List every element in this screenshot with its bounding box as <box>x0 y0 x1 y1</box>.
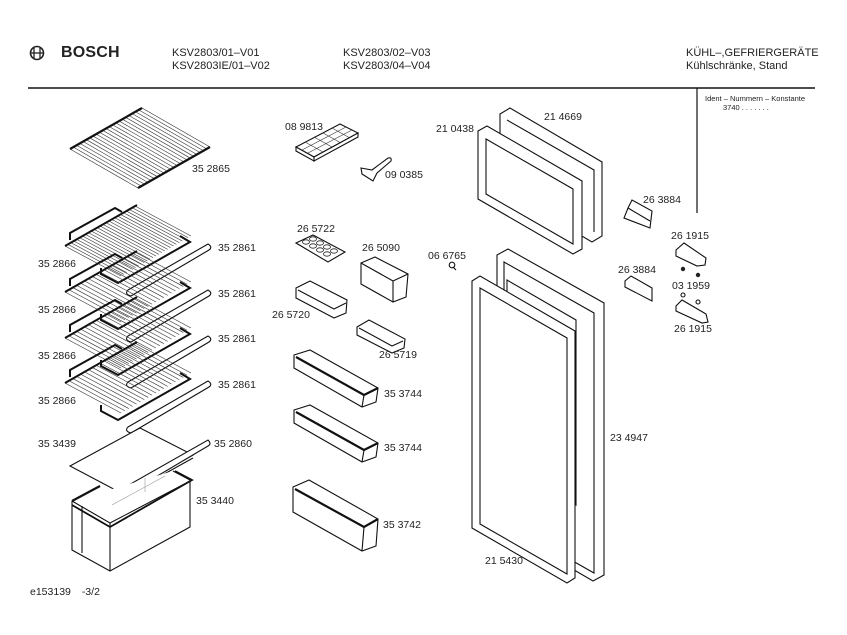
part-label-352861[interactable]: 35 2861 <box>218 379 256 391</box>
model-number: KSV2803IE/01–V02 <box>172 60 270 72</box>
part-label-352866[interactable]: 35 2866 <box>38 304 76 316</box>
part-353744-a-drawing <box>293 349 379 408</box>
part-label-352866[interactable]: 35 2866 <box>38 395 76 407</box>
part-label-090385[interactable]: 09 0385 <box>385 169 423 181</box>
bosch-armature-icon <box>29 45 45 61</box>
part-label-352860[interactable]: 35 2860 <box>214 438 252 450</box>
part-353744-b-drawing <box>293 404 379 463</box>
part-353440-drawing <box>71 470 194 572</box>
part-090385-drawing <box>360 157 392 182</box>
ident-title: Ident – Nummern – Konstante <box>705 94 806 103</box>
part-265090-drawing <box>360 256 409 303</box>
ident-value: 3740 . . . . . . . <box>723 103 769 112</box>
part-label-265090[interactable]: 26 5090 <box>362 242 400 254</box>
part-265720-drawing <box>295 280 348 319</box>
ident-box: Ident – Nummern – Konstante 3740 . . . .… <box>705 94 805 112</box>
part-210438-drawing <box>477 125 583 255</box>
model-list-1: KSV2803/01–V01 KSV2803IE/01–V02 <box>172 47 270 73</box>
drawing-id: e153139 -3/2 <box>30 586 100 598</box>
part-label-353742[interactable]: 35 3742 <box>383 519 421 531</box>
part-265719-drawing <box>356 319 406 354</box>
part-353742-drawing <box>292 479 379 552</box>
part-label-261915[interactable]: 26 1915 <box>674 323 712 335</box>
part-label-352861[interactable]: 35 2861 <box>218 242 256 254</box>
drawing-number: e153139 <box>30 586 71 598</box>
part-label-089813[interactable]: 08 9813 <box>285 121 323 133</box>
model-number: KSV2803/04–V04 <box>343 60 431 72</box>
category-block: KÜHL–,GEFRIERGERÄTE Kühlschränke, Stand <box>686 47 819 73</box>
part-label-353440[interactable]: 35 3440 <box>196 495 234 507</box>
part-label-214669[interactable]: 21 4669 <box>544 111 582 123</box>
model-number: KSV2803/02–V03 <box>343 47 431 59</box>
part-label-215430[interactable]: 21 5430 <box>485 555 523 567</box>
part-265722-drawing <box>294 234 347 263</box>
part-label-031959[interactable]: 03 1959 <box>672 280 710 292</box>
category-subtitle: Kühlschränke, Stand <box>686 60 788 72</box>
part-261915-a-drawing <box>675 242 707 267</box>
category-title: KÜHL–,GEFRIERGERÄTE <box>686 47 819 59</box>
part-031959-drawing <box>680 266 701 305</box>
part-263884-b-drawing <box>624 275 653 302</box>
part-label-265722[interactable]: 26 5722 <box>297 223 335 235</box>
part-label-263884[interactable]: 26 3884 <box>618 264 656 276</box>
part-label-352861[interactable]: 35 2861 <box>218 333 256 345</box>
part-066765-drawing <box>448 261 457 271</box>
part-215430-drawing <box>471 275 576 584</box>
wire-shelves-drawing <box>64 204 212 434</box>
part-label-352866[interactable]: 35 2866 <box>38 350 76 362</box>
part-label-353439[interactable]: 35 3439 <box>38 438 76 450</box>
part-label-265720[interactable]: 26 5720 <box>272 309 310 321</box>
part-label-353744[interactable]: 35 3744 <box>384 388 422 400</box>
part-352865-drawing <box>69 107 211 189</box>
wire-shelf-drawing <box>64 341 212 434</box>
part-261915-b-drawing <box>675 299 709 324</box>
model-number: KSV2803/01–V01 <box>172 47 260 59</box>
part-label-234947[interactable]: 23 4947 <box>610 432 648 444</box>
part-label-210438[interactable]: 21 0438 <box>436 123 474 135</box>
part-label-352866[interactable]: 35 2866 <box>38 258 76 270</box>
wire-shelf-drawing <box>64 296 212 389</box>
brand-name: BOSCH <box>61 44 120 61</box>
part-089813-drawing <box>294 123 360 162</box>
part-label-352865[interactable]: 35 2865 <box>192 163 230 175</box>
sheet-number: -3/2 <box>81 586 100 598</box>
part-label-261915[interactable]: 26 1915 <box>671 230 709 242</box>
part-label-066765[interactable]: 06 6765 <box>428 250 466 262</box>
model-list-2: KSV2803/02–V03 KSV2803/04–V04 <box>343 47 430 73</box>
part-label-352861[interactable]: 35 2861 <box>218 288 256 300</box>
part-label-353744[interactable]: 35 3744 <box>384 442 422 454</box>
part-label-263884[interactable]: 26 3884 <box>643 194 681 206</box>
part-263884-a-drawing <box>623 199 653 229</box>
part-label-265719[interactable]: 26 5719 <box>379 349 417 361</box>
